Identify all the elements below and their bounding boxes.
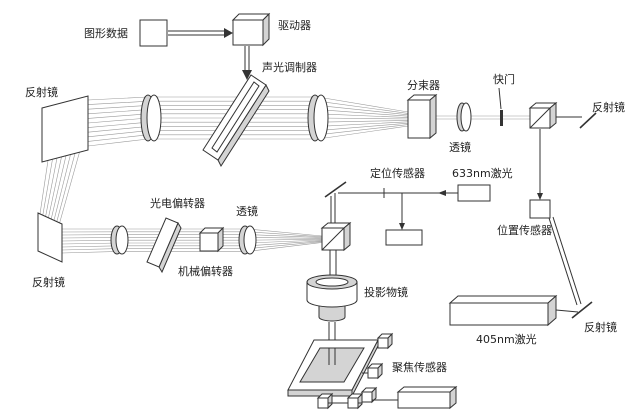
lens-lower-2 — [238, 225, 257, 255]
beam-ray — [56, 153, 76, 222]
mechanical-deflector — [198, 226, 225, 253]
driver-label: 驱动器 — [278, 19, 311, 32]
positioning-sensor-label: 定位传感器 — [370, 166, 425, 180]
projection-objective-label: 投影物镜 — [364, 285, 408, 299]
focus-sensor-label: 聚焦传感器 — [392, 361, 447, 374]
diagonal-beam — [548, 216, 582, 306]
laser-633-label: 633nm激光 — [452, 166, 513, 180]
driver-unit — [231, 12, 271, 47]
focus-sensor-cube — [376, 332, 394, 350]
laser-633-box — [457, 184, 491, 202]
eo-deflector-label: 光电偏转器 — [150, 196, 205, 210]
wafer-stage — [287, 339, 379, 397]
lens-lower-1 — [110, 225, 129, 255]
data-to-driver-arrow — [168, 28, 233, 38]
mirror-positioning — [324, 181, 347, 198]
beam-ray — [87, 96, 409, 113]
mirror-top-left — [41, 95, 89, 163]
lens-upper-2 — [307, 94, 329, 142]
shutter — [498, 87, 503, 126]
cube-to-objective-beam — [329, 250, 337, 276]
beam-ray — [61, 242, 323, 254]
beam-ray — [50, 155, 67, 220]
acousto-optic-modulator — [202, 74, 270, 168]
beam-rays — [39, 96, 409, 254]
position-sensor-label: 位置传感器 — [497, 223, 552, 237]
mirror-bottom-left — [37, 212, 63, 263]
beam-ray — [61, 234, 323, 238]
beam-ray — [61, 238, 323, 242]
modulator-label: 声光调制器 — [262, 60, 317, 74]
lens-upper-3 — [456, 102, 472, 132]
mirror-top-left-label: 反射镜 — [25, 85, 58, 99]
beam-ray — [42, 159, 53, 216]
beam-ray — [59, 152, 80, 223]
laser-405-label: 405nm激光 — [476, 332, 537, 346]
electro-optic-deflector — [146, 217, 182, 274]
shutter-label: 快门 — [493, 72, 515, 86]
focus-sensor-cube — [316, 392, 334, 410]
mirror-bottom-left-label: 反射镜 — [32, 275, 65, 289]
mirror-top-right-label: 反射镜 — [592, 100, 625, 114]
beam-ray — [62, 228, 323, 237]
mirror-top-right — [579, 112, 597, 129]
beam-ray — [61, 239, 323, 245]
beam-ray — [53, 154, 71, 221]
mirror-bottom-right-label: 反射镜 — [584, 320, 617, 334]
cube-splitter-lower — [320, 221, 352, 252]
beam-ray — [61, 237, 323, 239]
beam-ray — [45, 158, 58, 217]
beam-ray — [61, 240, 323, 248]
driver-to-modulator-arrow — [242, 46, 252, 80]
graphic-data-box — [139, 19, 168, 47]
beam-ray — [61, 231, 323, 238]
position-sensor-box — [529, 199, 551, 219]
focus-sensor-connectors — [328, 372, 398, 404]
beam-splitter — [406, 93, 438, 140]
beam-ray — [61, 241, 323, 251]
laser-405-beam — [555, 309, 579, 313]
lens-lower-label: 透镜 — [236, 204, 258, 218]
cube-to-position-sensor-arrow — [537, 129, 543, 200]
mirror-bottom-right — [571, 301, 593, 319]
beam-ray — [39, 160, 49, 214]
focus-sensor-cube — [360, 386, 378, 404]
lens-upper-1 — [140, 94, 162, 142]
beam-ray — [87, 100, 409, 114]
focus-sensor-cube — [346, 392, 364, 410]
positioning-sensor-box — [385, 229, 423, 246]
projection-objective — [306, 274, 358, 322]
positioning-beam-path — [330, 188, 458, 230]
mechanical-deflector-label: 机械偏转器 — [178, 264, 233, 278]
beam-splitter-label: 分束器 — [407, 79, 440, 92]
graphic-data-label: 图形数据 — [84, 26, 128, 40]
laser-405-unit — [448, 294, 558, 327]
focus-sensor-unit — [396, 385, 458, 410]
beam-ray — [48, 156, 62, 218]
cube-splitter-upper — [528, 101, 558, 130]
lens-upper-label: 透镜 — [449, 140, 471, 154]
focus-sensor-cube — [366, 362, 384, 380]
